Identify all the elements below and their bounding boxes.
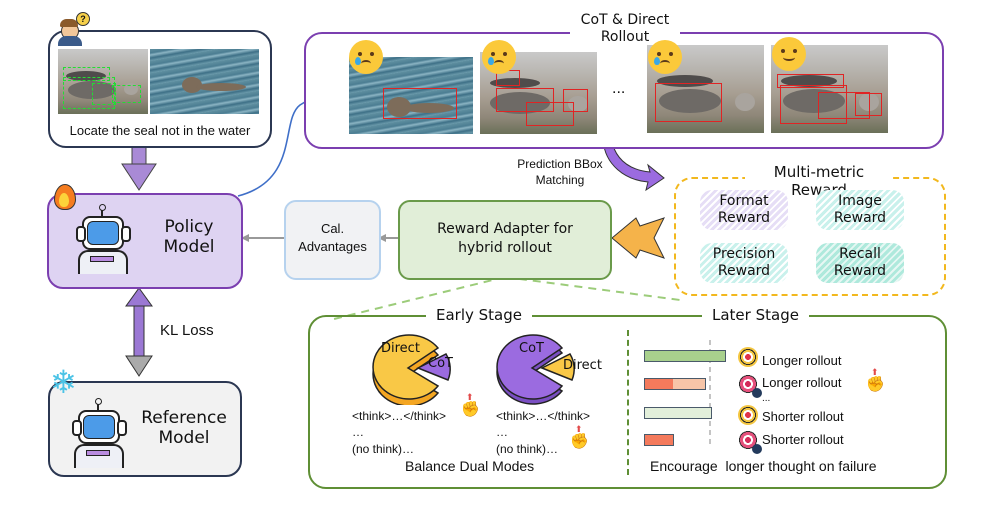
crying-face-icon [648, 40, 682, 74]
left-nothink-line: (no think)… [352, 442, 415, 456]
right-ellipsis-line: … [496, 425, 508, 439]
matching-label-line2: Matching [535, 173, 585, 187]
chip-line1: Recall [839, 246, 881, 262]
robot-icon [66, 398, 127, 468]
chip-line1: Precision [712, 246, 776, 262]
fist-up-icon: ✊⬆ [461, 392, 480, 418]
bar-shorter-miss [644, 434, 674, 446]
reference-model-line1: Reference [141, 408, 227, 428]
pie2-major-label: CoT [519, 341, 544, 356]
rollout-row-label: Longer rollout [762, 353, 842, 368]
rollout-title-line1: CoT & Direct [580, 12, 670, 28]
fire-icon [52, 180, 76, 210]
target-hit-icon [738, 405, 758, 425]
rollout-ellipsis: ... [612, 80, 626, 97]
right-nothink-line: (no think)… [496, 442, 559, 456]
stage-box [308, 315, 947, 489]
left-think-line: <think>…</think> [352, 409, 447, 423]
chip-line2: Reward [717, 210, 771, 226]
pie2-minor-label: Direct [563, 358, 602, 373]
query-text: Locate the seal not in the water [69, 123, 251, 138]
rollout-row-label: Longer rollout [762, 375, 842, 390]
later-stage-caption: Encourage longer thought on failure [650, 458, 877, 474]
cal-advantages-box: Cal. Advantages [284, 200, 381, 280]
rollout-to-metric-arrow [602, 137, 665, 192]
matching-label-line1: Prediction BBox [517, 157, 603, 171]
chip-line1: Format [719, 193, 769, 209]
bar-shorter-hit [644, 407, 712, 419]
user-question-icon: ? [58, 12, 90, 46]
later-stage-title: Later Stage [702, 306, 809, 324]
chip-line1: Image [838, 193, 882, 209]
pie-direct-major [372, 334, 451, 405]
rollout-row-label: Shorter rollout [762, 432, 844, 447]
target-hit-icon [738, 347, 758, 367]
kl-loss-arrow [125, 287, 153, 377]
chip-line2: Reward [833, 210, 887, 226]
format-reward-chip: Format Reward [700, 190, 788, 230]
policy-model-line2: Model [163, 237, 215, 257]
crying-face-icon [349, 40, 383, 74]
reward-adapter-box: Reward Adapter for hybrid rollout [398, 200, 612, 280]
policy-model-line1: Policy [164, 217, 214, 237]
stage-divider [627, 330, 629, 475]
smug-face-icon [772, 37, 806, 71]
kl-loss-label: KL Loss [160, 322, 214, 339]
fist-up-icon: ✊⬆ [570, 424, 589, 450]
reward-adapter-line2: hybrid rollout [458, 240, 552, 256]
recall-reward-chip: Recall Reward [816, 243, 904, 283]
bar-longer-hit [644, 350, 726, 362]
fist-up-icon: ✊⬆ [866, 367, 885, 393]
query-image-water [150, 49, 259, 114]
pie1-major-label: Direct [381, 341, 420, 356]
rollout-image-3 [647, 45, 764, 133]
early-stage-caption: Balance Dual Modes [405, 458, 535, 474]
metric-to-adapter-arrow [611, 217, 665, 259]
cal-advantages-line2: Advantages [298, 239, 367, 254]
left-ellipsis-line: … [352, 425, 364, 439]
target-miss-icon [738, 430, 762, 454]
query-image-beach [58, 49, 148, 114]
rollout-title-line2: Rollout [600, 29, 650, 45]
pie1-minor-label: CoT [428, 356, 453, 371]
later-ellipsis: ... [762, 393, 771, 404]
mode-pies [372, 334, 575, 405]
snowflake-icon: ❄ [50, 364, 77, 400]
rollout-title: CoT & Direct Rollout [570, 12, 680, 46]
bar-longer-miss [644, 378, 706, 390]
right-think-line: <think>…</think> [496, 409, 591, 423]
query-to-policy-arrow [121, 145, 157, 191]
chip-line2: Reward [833, 263, 887, 279]
rollout-row-label: Shorter rollout [762, 409, 844, 424]
matching-label: Prediction BBox Matching [500, 156, 620, 188]
reference-model-line2: Model [158, 428, 210, 448]
image-reward-chip: Image Reward [816, 190, 904, 230]
crying-face-icon [482, 40, 516, 74]
reward-adapter-line1: Reward Adapter for [437, 221, 573, 237]
target-miss-icon [738, 374, 762, 398]
robot-icon [70, 204, 131, 274]
cal-advantages-line1: Cal. [320, 221, 345, 236]
chip-line2: Reward [717, 263, 771, 279]
pie-cot-major [496, 334, 575, 405]
early-stage-title: Early Stage [426, 306, 532, 324]
precision-reward-chip: Precision Reward [700, 243, 788, 283]
